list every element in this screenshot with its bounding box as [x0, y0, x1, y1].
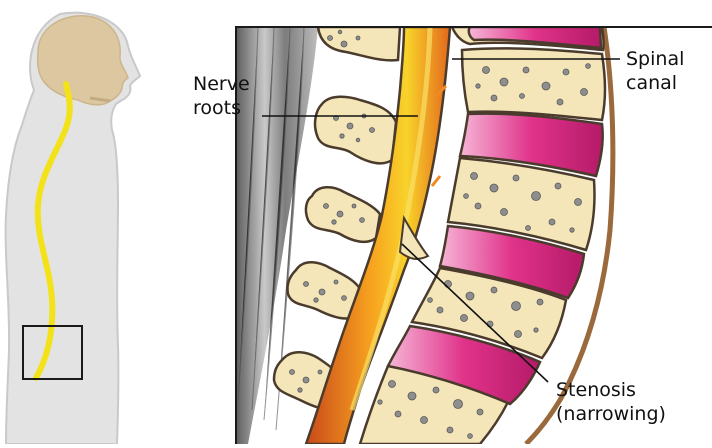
- label-spinal-canal-line1: Spinal: [626, 47, 684, 71]
- label-spinal-canal: Spinal canal: [626, 47, 684, 95]
- label-stenosis: Stenosis (narrowing): [556, 378, 666, 426]
- label-nerve-roots-line1: Nerve: [193, 72, 250, 96]
- label-nerve-roots: Nerve roots: [193, 72, 250, 120]
- label-stenosis-line2: (narrowing): [556, 402, 666, 426]
- label-spinal-canal-line2: canal: [626, 71, 684, 95]
- label-nerve-roots-line2: roots: [193, 96, 250, 120]
- label-stenosis-line1: Stenosis: [556, 378, 666, 402]
